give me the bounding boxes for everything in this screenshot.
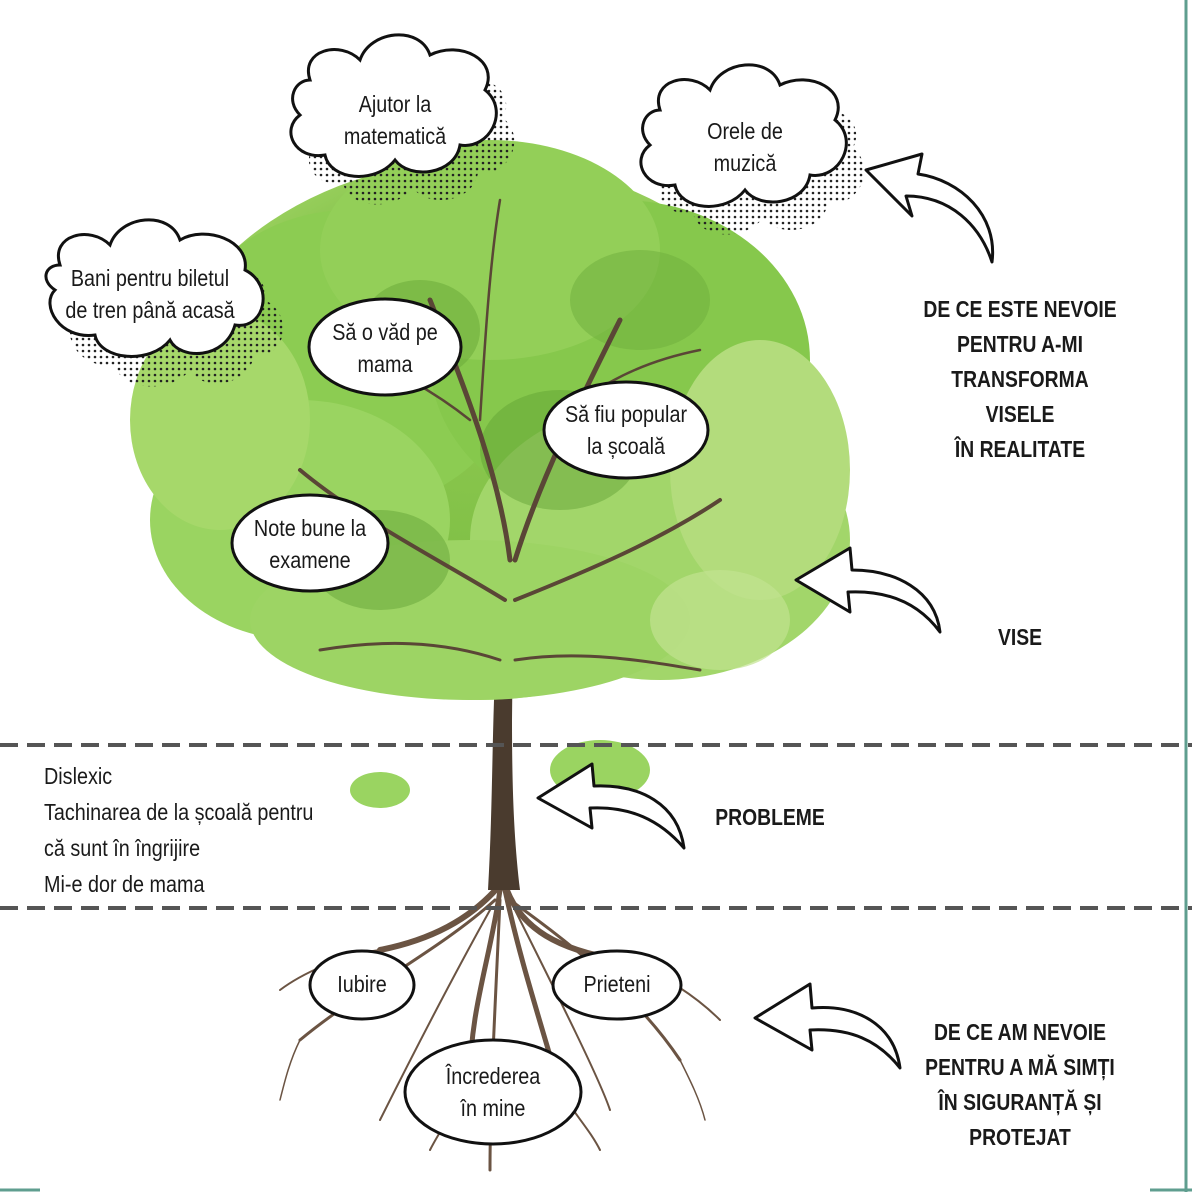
problem-item: Mi-e dor de mama	[44, 871, 205, 897]
arrow-needs-dreams	[864, 152, 995, 264]
heading-line: PENTRU A-MI	[957, 331, 1083, 357]
bubble-label-friends: Prieteni	[565, 968, 668, 1000]
bubble-line: Să fiu popular	[564, 401, 688, 427]
problem-item: Dislexic	[44, 763, 113, 789]
bubble-label-exams: Note bune la examene	[237, 512, 383, 576]
bubble-line: mama	[357, 351, 413, 377]
arrow-problems	[536, 762, 686, 850]
heading-needs-safe: DE CE AM NEVOIE PENTRU A MĂ SIMȚI ÎN SIG…	[923, 1015, 1116, 1155]
problem-item: că sunt în îngrijire	[44, 835, 201, 861]
cloud-line: Bani pentru biletul	[70, 265, 230, 291]
heading-line: PENTRU A MĂ SIMȚI	[925, 1054, 1115, 1080]
bubble-line: Încrederea	[445, 1063, 541, 1089]
heading-line: DE CE ESTE NEVOIE	[923, 296, 1117, 322]
bubble-line: Note bune la	[253, 515, 367, 541]
arrow-dreams	[794, 546, 942, 634]
cloud-math	[289, 33, 515, 205]
cloud-line: Ajutor la	[358, 91, 432, 117]
bubble-label-mama: Să o văd pe mama	[312, 316, 458, 380]
cloud-music	[639, 63, 865, 235]
cloud-money	[44, 218, 284, 387]
heading-line: PROBLEME	[715, 804, 825, 830]
bubble-line: la școală	[586, 433, 666, 459]
cloud-label-math: Ajutor la matematică	[331, 88, 460, 152]
heading-line: PROTEJAT	[969, 1124, 1071, 1150]
bubble-mama	[307, 297, 463, 397]
heading-line: TRANSFORMA	[951, 366, 1089, 392]
bubble-love	[308, 949, 416, 1021]
heading-line: ÎN SIGURANȚĂ ȘI	[938, 1089, 1102, 1115]
heading-line: VISELE	[985, 401, 1055, 427]
bubble-line: în mine	[460, 1095, 526, 1121]
heading-dreams: VISE	[970, 620, 1071, 655]
bubble-line: examene	[269, 547, 351, 573]
cloud-line: de tren până acasă	[65, 297, 235, 323]
cloud-label-money: Bani pentru biletul de tren până acasă	[55, 262, 244, 326]
heading-needs-dreams: DE CE ESTE NEVOIE PENTRU A-MI TRANSFORMA…	[919, 292, 1121, 467]
bubble-label-love: Iubire	[319, 968, 405, 1000]
heading-problems: PROBLEME	[703, 800, 837, 835]
heading-line: VISE	[997, 624, 1043, 650]
bubble-line: Iubire	[337, 971, 387, 997]
cloud-line: Orele de	[707, 118, 783, 144]
bubble-friends	[551, 949, 683, 1021]
cloud-line: muzică	[713, 150, 777, 176]
bubble-label-confidence: Încrederea în mine	[420, 1060, 566, 1124]
tree-branches	[298, 198, 722, 672]
bubble-popular	[542, 380, 710, 480]
problems-list: Dislexic Tachinarea de la școală pentru …	[44, 758, 354, 902]
bubble-confidence	[403, 1038, 583, 1146]
bubble-line: Să o văd pe	[332, 319, 438, 345]
problem-item: Tachinarea de la școală pentru	[44, 799, 314, 825]
cloud-label-music: Orele de muzică	[681, 115, 810, 179]
heading-line: ÎN REALITATE	[954, 436, 1086, 462]
arrow-needs-safe	[753, 982, 902, 1070]
bubble-exams	[230, 493, 390, 593]
heading-line: DE CE AM NEVOIE	[933, 1019, 1107, 1045]
bubble-label-popular: Să fiu popular la școală	[549, 398, 704, 462]
bubble-line: Prieteni	[583, 971, 651, 997]
cloud-line: matematică	[343, 123, 447, 149]
